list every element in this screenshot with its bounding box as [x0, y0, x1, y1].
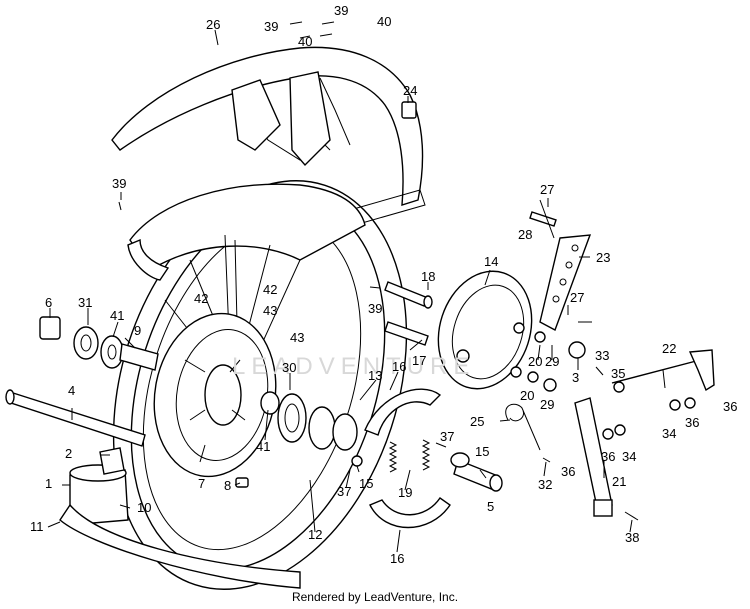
brake-shoes: [364, 388, 451, 529]
gearbox-collars: [260, 391, 358, 451]
callout-43: 43: [290, 330, 304, 345]
callout-29: 29: [540, 397, 554, 412]
leader-lines: [47, 29, 666, 553]
callout-16: 16: [390, 551, 404, 566]
callout-26: 26: [206, 17, 220, 32]
callout-34: 34: [662, 426, 676, 441]
callout-41: 41: [256, 439, 270, 454]
callout-1: 1: [45, 476, 52, 491]
return-spring: [505, 403, 541, 451]
callout-14: 14: [484, 254, 498, 269]
callout-12: 12: [308, 527, 322, 542]
callout-31: 31: [78, 295, 92, 310]
callout-20: 20: [520, 388, 534, 403]
callout-38: 38: [625, 530, 639, 545]
bolts: [118, 21, 639, 521]
callout-21: 21: [612, 474, 626, 489]
fork-covers: [59, 447, 301, 589]
brake-panel: [437, 270, 533, 390]
callout-39: 39: [334, 3, 348, 18]
callout-43: 43: [263, 303, 277, 318]
front-fender: [111, 46, 426, 226]
callout-36: 36: [723, 399, 737, 414]
callout-20: 20: [528, 354, 542, 369]
callout-34: 34: [622, 449, 636, 464]
callout-11: 11: [30, 519, 44, 534]
callout-36: 36: [601, 449, 615, 464]
callout-5: 5: [487, 499, 494, 514]
callout-30: 30: [282, 360, 296, 375]
callout-18: 18: [421, 269, 435, 284]
callout-19: 19: [398, 485, 412, 500]
anchor-pins: [384, 281, 433, 346]
callout-33: 33: [595, 348, 609, 363]
callout-16: 16: [392, 359, 406, 374]
callout-39: 39: [264, 19, 278, 34]
callout-23: 23: [596, 250, 610, 265]
callout-39: 39: [368, 301, 382, 316]
watermark: LEADVENTURE: [232, 353, 475, 380]
callout-42: 42: [194, 291, 208, 306]
callout-7: 7: [198, 476, 205, 491]
callouts: 26 39 39 40 40 24 39 27 28 14 23 18 39 2…: [30, 3, 737, 566]
callout-15: 15: [475, 444, 489, 459]
brake-arm: [574, 349, 715, 517]
callout-22: 22: [662, 341, 676, 356]
callout-41: 41: [110, 308, 124, 323]
callout-42: 42: [263, 282, 277, 297]
callout-9: 9: [134, 323, 141, 338]
callout-37: 37: [440, 429, 454, 444]
callout-36: 36: [685, 415, 699, 430]
callout-40: 40: [298, 34, 312, 49]
torque-link: [529, 211, 592, 331]
callout-17: 17: [412, 353, 426, 368]
axle-and-bearings: [5, 316, 159, 447]
callout-29: 29: [545, 354, 559, 369]
brake-cam: [450, 452, 503, 492]
callout-32: 32: [538, 477, 552, 492]
callout-27: 27: [570, 290, 584, 305]
callout-40: 40: [377, 14, 391, 29]
callout-3: 3: [572, 370, 579, 385]
callout-25: 25: [470, 414, 484, 429]
callout-37: 37: [337, 484, 351, 499]
callout-2: 2: [65, 446, 72, 461]
callout-28: 28: [518, 227, 532, 242]
callout-27: 27: [540, 182, 554, 197]
callout-8: 8: [224, 478, 231, 493]
callout-24: 24: [403, 83, 417, 98]
callout-15: 15: [359, 476, 373, 491]
callout-35: 35: [611, 366, 625, 381]
callout-6: 6: [45, 295, 52, 310]
callout-4: 4: [68, 383, 75, 398]
callout-10: 10: [137, 500, 151, 515]
callout-13: 13: [368, 368, 382, 383]
callout-36: 36: [561, 464, 575, 479]
shoe-springs: [388, 439, 431, 473]
callout-39: 39: [112, 176, 126, 191]
footer-credit: Rendered by LeadVenture, Inc.: [291, 590, 459, 604]
